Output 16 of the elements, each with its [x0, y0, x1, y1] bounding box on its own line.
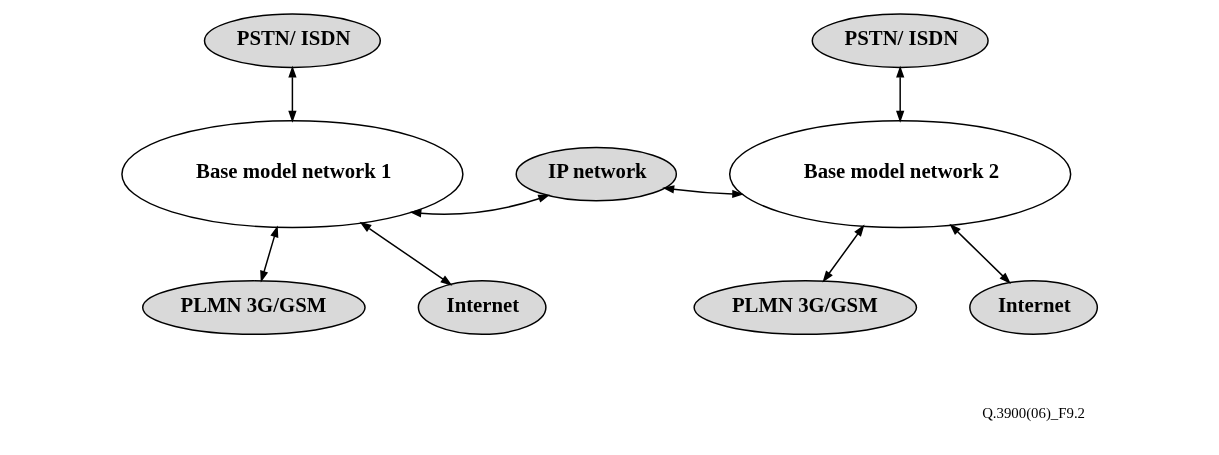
arrow: [895, 65, 904, 123]
node-ellipse: PLMN 3G/GSM: [692, 280, 917, 335]
arrow: [259, 225, 278, 283]
node-ellipse: Base model network 1: [120, 120, 464, 229]
arrow: [661, 185, 744, 199]
node-ellipse: PSTN/ ISDN: [203, 13, 381, 69]
node-ellipse: PLMN 3G/GSM: [141, 280, 366, 335]
arrow: [359, 221, 452, 286]
node-ellipse: Internet: [968, 280, 1098, 335]
label: Q.3900(06)_F9.2: [981, 404, 1085, 421]
arrow: [821, 224, 865, 283]
arrow: [948, 223, 1011, 284]
node-ellipse: Internet: [417, 280, 547, 335]
arrow: [287, 65, 297, 123]
node-ellipse: PSTN/ ISDN: [811, 13, 989, 69]
arrow: [408, 194, 550, 218]
